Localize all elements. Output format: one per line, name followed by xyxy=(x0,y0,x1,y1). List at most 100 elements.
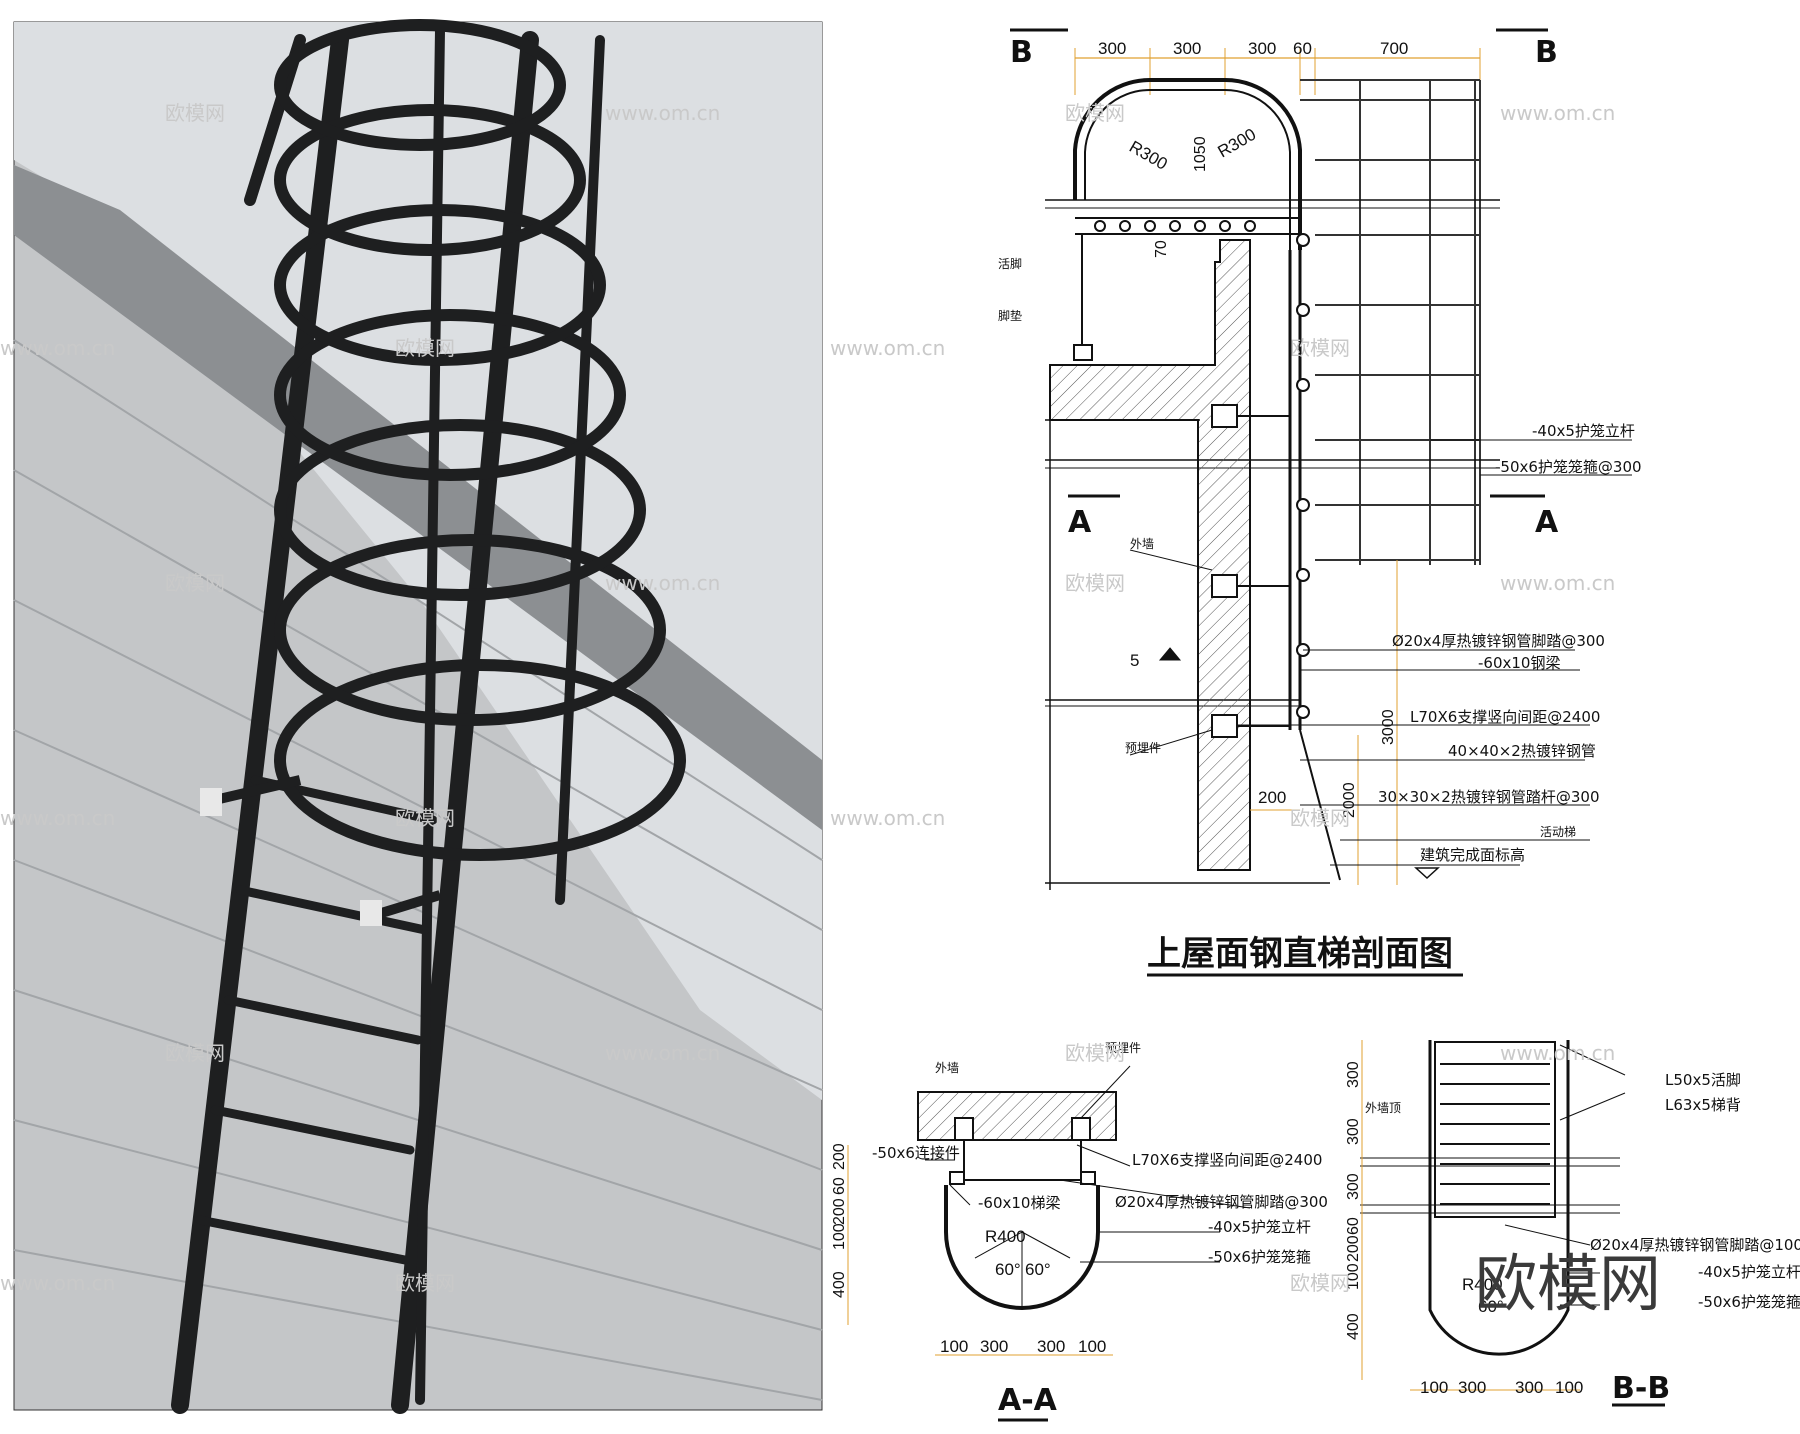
bb-bottom-dim-4: 100 xyxy=(1555,1378,1583,1397)
bb-left-dim-6: 100 xyxy=(1345,1263,1362,1290)
bb-left-dim-5: 200 xyxy=(1345,1235,1362,1262)
watermark-site: www.om.cn xyxy=(605,101,720,125)
bb-radius-label: R400 xyxy=(1462,1275,1503,1294)
dim-70-label: 70 xyxy=(1153,240,1170,258)
aa-left-dim-2: 60 xyxy=(831,1177,848,1195)
watermark-brand: 欧模网 xyxy=(1065,571,1125,595)
watermark-site: www.om.cn xyxy=(1500,1041,1615,1065)
section-mark-b-left: B xyxy=(1010,35,1033,70)
watermark-site: www.om.cn xyxy=(605,1041,720,1065)
section-mark-a-left: A xyxy=(1068,505,1092,540)
aa-label-hoop: -50x6护笼笼箍 xyxy=(1208,1248,1311,1266)
aa-left-dim-3: 200 xyxy=(831,1198,848,1225)
watermark-site: www.om.cn xyxy=(830,806,945,830)
label-tube40: 40×40×2热镀锌钢管 xyxy=(1448,742,1596,760)
dim-3000-label: 3000 xyxy=(1380,709,1397,745)
label-cage-hoop: -50x6护笼笼箍@300 xyxy=(1495,458,1642,476)
watermark-site: www.om.cn xyxy=(0,806,115,830)
aa-label-rung: Ø20x4厚热镀锌钢管脚踏@300 xyxy=(1115,1193,1328,1211)
aa-left-dim-5: 400 xyxy=(831,1271,848,1298)
watermark-brand: 欧模网 xyxy=(1290,336,1350,360)
section-bb-drawing xyxy=(1360,1040,1665,1407)
bb-angle-label: 60° xyxy=(1478,1297,1504,1316)
watermark-brand: 欧模网 xyxy=(395,806,455,830)
dim-200-label: 200 xyxy=(1258,788,1286,807)
aa-bottom-dim-3: 300 xyxy=(1037,1337,1065,1356)
watermark-brand: 欧模网 xyxy=(395,336,455,360)
aa-label-waiqiang: 外墙 xyxy=(935,1061,959,1075)
aa-label-post: -40x5护笼立杆 xyxy=(1208,1218,1311,1236)
watermark-site: www.om.cn xyxy=(1500,571,1615,595)
height-1050-label: 1050 xyxy=(1192,136,1209,172)
bb-label-post: -40x5护笼立杆 xyxy=(1698,1263,1800,1281)
label-support: L70X6支撑竖向间距@2400 xyxy=(1410,708,1600,726)
bb-bottom-dim-1: 100 xyxy=(1420,1378,1448,1397)
watermark-brand: 欧模网 xyxy=(1290,1271,1350,1295)
bb-section-label: B-B xyxy=(1612,1371,1670,1406)
ladder-photo xyxy=(13,19,823,1414)
label-huojiao: 活脚 xyxy=(998,256,1022,271)
drawing-title: 上屋面钢直梯剖面图 xyxy=(1147,934,1453,974)
label-waiqiang: 外墙 xyxy=(1130,537,1154,551)
bb-label-waiqiangding: 外墙顶 xyxy=(1365,1101,1401,1115)
label-finish: 建筑完成面标高 xyxy=(1420,846,1525,864)
aa-bottom-dim-4: 100 xyxy=(1078,1337,1106,1356)
aa-bottom-dim-1: 100 xyxy=(940,1337,968,1356)
bb-left-dim-3: 300 xyxy=(1345,1173,1362,1200)
watermark-brand: 欧模网 xyxy=(165,101,225,125)
bb-label-rung: Ø20x4厚热镀锌钢管脚踏@100 xyxy=(1590,1236,1800,1254)
top-dim-2: 300 xyxy=(1173,39,1201,58)
watermarks: 欧模网 www.om.cn 欧模网 www.om.cn www.om.cn 欧模… xyxy=(0,101,1615,1295)
bb-left-dim-1: 300 xyxy=(1345,1061,1362,1088)
label-rung: Ø20x4厚热镀锌钢管脚踏@300 xyxy=(1392,632,1605,650)
top-dim-4: 60 xyxy=(1293,39,1312,58)
bb-left-dim-2: 300 xyxy=(1345,1118,1362,1145)
watermark-brand: 欧模网 xyxy=(1065,1041,1125,1065)
watermark-brand: 欧模网 xyxy=(1065,101,1125,125)
aa-label-support: L70X6支撑竖向间距@2400 xyxy=(1132,1151,1322,1169)
label-beam: -60x10钢梁 xyxy=(1478,654,1560,672)
watermark-site: www.om.cn xyxy=(605,571,720,595)
watermark-site: www.om.cn xyxy=(830,336,945,360)
bb-label-l50: L50x5活脚 xyxy=(1665,1071,1741,1089)
aa-left-dim-4: 100 xyxy=(831,1223,848,1250)
aa-bottom-dim-2: 300 xyxy=(980,1337,1008,1356)
aa-angle-1-label: 60° xyxy=(995,1260,1021,1279)
aa-section-label: A-A xyxy=(998,1383,1058,1418)
section-aa-drawing xyxy=(847,1065,1251,1422)
main-section-drawing xyxy=(1010,28,1632,977)
section-mark-a-right: A xyxy=(1535,505,1559,540)
aa-angle-2-label: 60° xyxy=(1025,1260,1051,1279)
aa-label-beam: -60x10梯梁 xyxy=(978,1194,1060,1212)
bb-label-l63: L63x5梯背 xyxy=(1665,1096,1741,1114)
aa-left-dim-1: 200 xyxy=(831,1143,848,1170)
watermark-brand: 欧模网 xyxy=(395,1271,455,1295)
label-yumaijian: 预埋件 xyxy=(1125,741,1161,755)
brand-logo: 欧模网 xyxy=(1475,1247,1661,1320)
aa-label-conn: -50x6连接件 xyxy=(872,1144,960,1162)
aa-label-yumaijian: 预埋件 xyxy=(1105,1041,1141,1055)
aa-radius-label: R400 xyxy=(985,1227,1026,1246)
bb-left-dim-4: 60 xyxy=(1345,1217,1362,1235)
watermark-brand: 欧模网 xyxy=(165,571,225,595)
watermark-site: www.om.cn xyxy=(0,336,115,360)
radius-left-label: R300 xyxy=(1126,137,1171,174)
watermark-site: www.om.cn xyxy=(0,1271,115,1295)
radius-right-label: R300 xyxy=(1215,125,1260,162)
watermark-site: www.om.cn xyxy=(1500,101,1615,125)
watermark-brand: 欧模网 xyxy=(1290,806,1350,830)
label-jiaodian: 脚垫 xyxy=(998,308,1022,323)
top-dim-3: 300 xyxy=(1248,39,1276,58)
dim-2000-label: 2000 xyxy=(1341,782,1358,818)
bb-left-dim-7: 400 xyxy=(1345,1313,1362,1340)
label-cage-post: -40x5护笼立杆 xyxy=(1532,422,1635,440)
label-movable: 活动梯 xyxy=(1540,825,1576,839)
top-dim-5: 700 xyxy=(1380,39,1408,58)
bb-bottom-dim-3: 300 xyxy=(1515,1378,1543,1397)
label-tube30: 30×30×2热镀锌钢管踏杆@300 xyxy=(1378,788,1600,806)
bb-label-hoop: -50x6护笼笼箍 xyxy=(1698,1293,1800,1311)
watermark-brand: 欧模网 xyxy=(165,1041,225,1065)
section-mark-b-right: B xyxy=(1535,35,1558,70)
top-dim-1: 300 xyxy=(1098,39,1126,58)
